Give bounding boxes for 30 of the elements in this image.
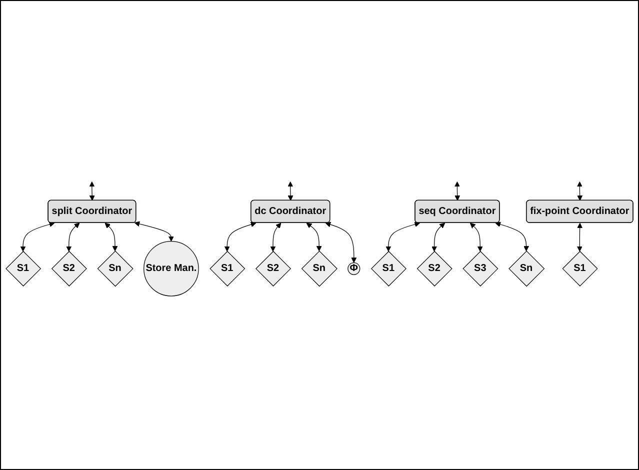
arrow: [454, 181, 460, 201]
arrow: [576, 222, 583, 252]
node-diamond: S1: [6, 250, 42, 286]
arrow: [325, 222, 357, 263]
node-diamond: Sn: [508, 250, 545, 287]
node-diamond: S2: [256, 250, 292, 286]
arrow: [20, 222, 55, 252]
node-diamond: S2: [51, 250, 87, 286]
node-circle: Store Man.: [144, 240, 199, 296]
node-diamond: S2: [416, 250, 452, 286]
arrow: [306, 222, 322, 252]
arrow: [288, 181, 294, 201]
arrow: [66, 222, 80, 252]
arrow: [104, 222, 118, 252]
arrow: [432, 222, 446, 252]
arrow: [224, 222, 256, 252]
arrow: [89, 181, 95, 201]
node-diamond: S1: [562, 250, 598, 286]
arrow: [576, 181, 583, 201]
node-diamond: S3: [462, 250, 498, 286]
arrow: [270, 222, 282, 252]
arrow: [495, 222, 530, 252]
node-diamond: Sn: [301, 250, 338, 287]
node-diamond: S1: [370, 250, 406, 286]
node-diamond: S1: [210, 250, 246, 286]
arrow: [386, 222, 420, 252]
node-circle: Φ: [348, 262, 360, 275]
arrow: [470, 222, 483, 252]
arrow: [134, 221, 174, 242]
node-diamond: Sn: [97, 250, 134, 287]
